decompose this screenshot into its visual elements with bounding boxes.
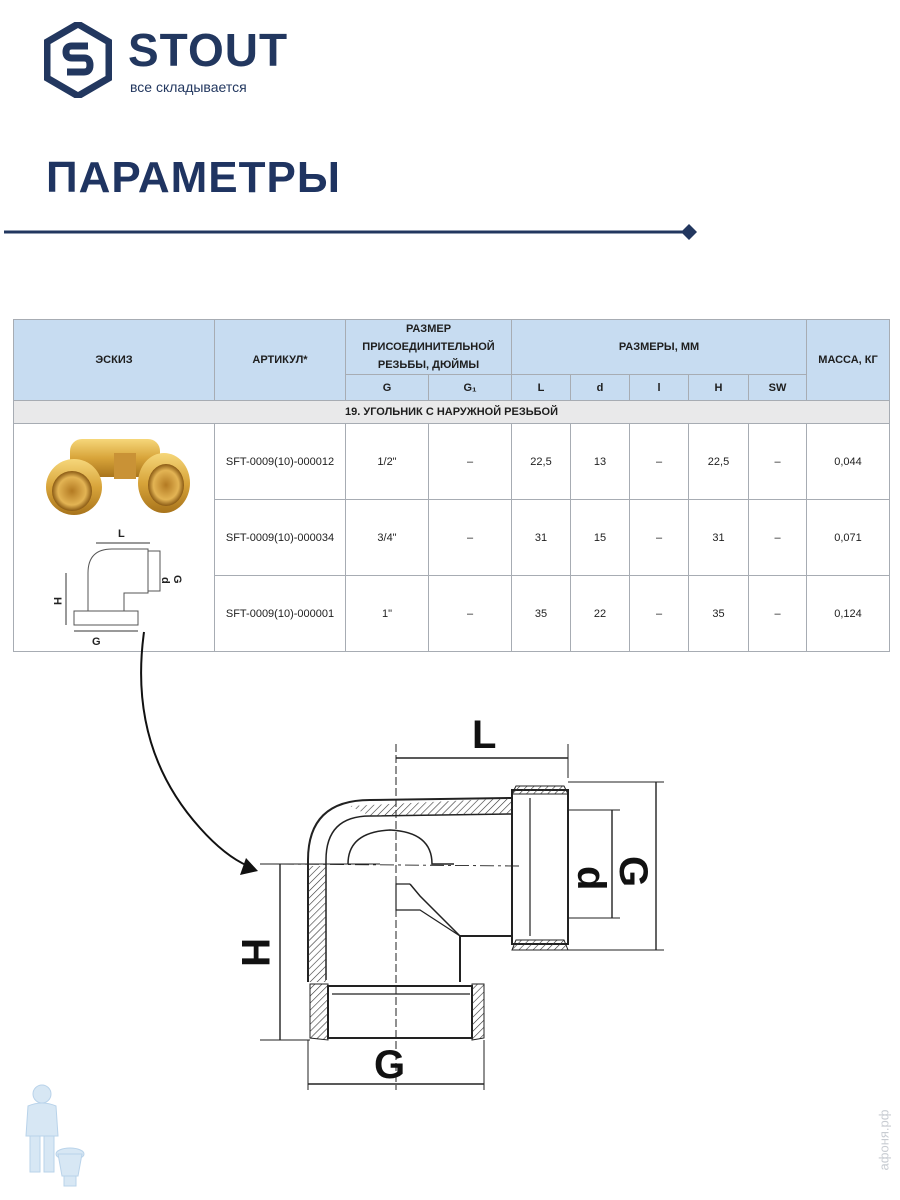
cell-article: SFT-0009(10)-000001: [214, 575, 346, 652]
subheader-sw: SW: [748, 374, 808, 401]
brand-slogan: все складывается: [130, 79, 247, 95]
sketch-cell: L d G H G: [13, 423, 215, 652]
cell-mass: 0,044: [806, 423, 891, 500]
dim-label-h: H: [233, 938, 277, 967]
cell-h: 22,5: [688, 423, 750, 500]
subheader-g: G: [345, 374, 429, 401]
cell-h: 31: [688, 499, 750, 576]
cell-l-upper: 31: [511, 499, 572, 576]
cell-sw: –: [748, 575, 808, 652]
cell-g: 3/4": [345, 499, 429, 576]
subheader-l-upper: L: [511, 374, 572, 401]
cell-d: 13: [570, 423, 631, 500]
cell-g: 1": [345, 575, 429, 652]
elbow-mini-sketch: L d G H G: [51, 528, 183, 648]
table-row: SFT-0009(10)-000001 1" – 35 22 – 35 – 0,…: [14, 575, 891, 652]
section-title: 19. УГОЛЬНИК С НАРУЖНОЙ РЕЗЬБОЙ: [12, 400, 891, 424]
subheader-g1: G₁: [427, 374, 513, 401]
cell-mass: 0,071: [806, 499, 891, 576]
table-row: L d G H G SFT-0009(10)-000012 1/2" – 22,…: [13, 423, 891, 652]
brand-logo: STOUT все складывается: [44, 22, 287, 98]
cell-g1: –: [427, 423, 513, 500]
elbow-photo: [46, 438, 190, 515]
cell-g1: –: [427, 575, 513, 652]
watermark: афоня.рф: [876, 1109, 892, 1171]
page-title: ПАРАМЕТРЫ: [46, 153, 341, 202]
svg-text:L: L: [118, 528, 125, 540]
dim-label-g-bottom: G: [374, 1043, 405, 1087]
cell-g1: –: [427, 499, 513, 576]
cell-d: 15: [570, 499, 631, 576]
title-divider: [4, 224, 697, 240]
stout-logo-icon: [44, 22, 112, 98]
cell-d: 22: [570, 575, 631, 652]
table-row: SFT-0009(10)-000034 3/4" – 31 15 – 31 – …: [14, 499, 891, 576]
brand-name: STOUT: [128, 24, 289, 76]
cell-mass: 0,124: [806, 575, 891, 652]
svg-text:d: d: [159, 577, 171, 584]
cell-article: SFT-0009(10)-000012: [214, 423, 346, 500]
svg-text:G: G: [92, 636, 101, 648]
elbow-technical-drawing: L d G H G: [233, 713, 664, 1090]
plumber-mascot-icon: [25, 1084, 85, 1187]
dim-label-d: d: [569, 866, 613, 890]
subheader-l-lower: l: [629, 374, 690, 401]
header-sketch: ЭСКИЗ: [13, 319, 215, 401]
cell-sw: –: [748, 423, 808, 500]
callout-arrow: [140, 631, 258, 875]
elbow-photo-and-sketch: L d G H G: [46, 438, 190, 648]
dim-label-g-right: G: [611, 856, 655, 887]
header-article: АРТИКУЛ*: [214, 319, 346, 401]
cell-l-lower: –: [629, 575, 690, 652]
cell-h: 35: [688, 575, 750, 652]
dim-label-l: L: [472, 713, 496, 757]
svg-text:G: G: [171, 575, 183, 584]
header-mass: МАССА, КГ: [806, 319, 891, 401]
cell-g: 1/2": [345, 423, 429, 500]
header-thread-size: РАЗМЕР ПРИСОЕДИНИТЕЛЬНОЙ РЕЗЬБЫ, ДЮЙМЫ: [344, 319, 513, 375]
cell-l-lower: –: [629, 499, 690, 576]
subheader-d: d: [570, 374, 631, 401]
cell-article: SFT-0009(10)-000034: [214, 499, 346, 576]
svg-text:H: H: [51, 597, 63, 605]
cell-l-lower: –: [629, 423, 690, 500]
header-dimensions: РАЗМЕРЫ, ММ: [511, 319, 808, 375]
cell-l-upper: 35: [511, 575, 572, 652]
subheader-h: H: [688, 374, 750, 401]
parameters-table: ЭСКИЗ АРТИКУЛ* РАЗМЕР ПРИСОЕДИНИТЕЛЬНОЙ …: [12, 319, 891, 652]
cell-sw: –: [748, 499, 808, 576]
cell-l-upper: 22,5: [511, 423, 572, 500]
